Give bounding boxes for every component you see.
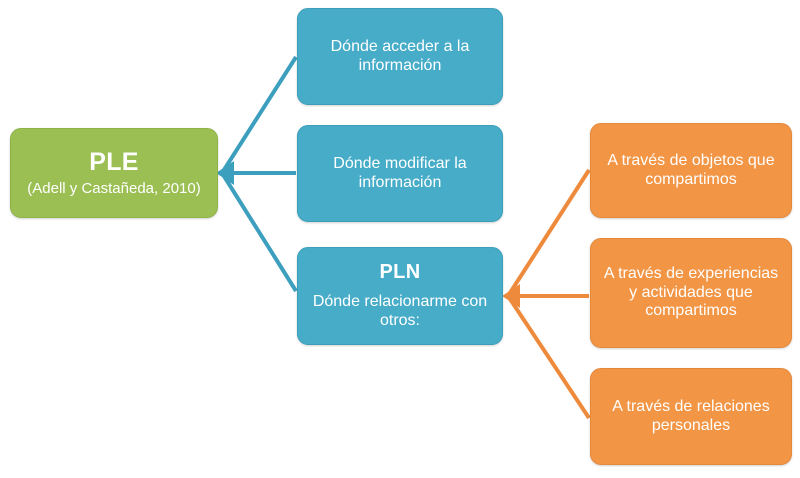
node-leaf-objetos-label: A través de objetos que compartimos <box>607 151 775 188</box>
node-leaf-experiencias-label: A través de experiencias y actividades q… <box>603 264 779 320</box>
node-leaf-objetos[interactable]: A través de objetos que compartimos <box>590 123 792 218</box>
connector-pln-arrowhead-icon <box>502 284 520 308</box>
node-leaf-relaciones[interactable]: A través de relaciones personales <box>590 368 792 465</box>
connector-pln-to-leaf-1 <box>506 168 591 298</box>
node-leaf-experiencias[interactable]: A través de experiencias y actividades q… <box>590 238 792 348</box>
connector-ple-to-branch-3 <box>220 171 298 293</box>
node-leaf-relaciones-label: A través de relaciones personales <box>612 397 770 434</box>
node-branch-pln-title: PLN <box>379 260 421 283</box>
connector-ple-arrowhead-icon <box>216 161 234 185</box>
node-branch-pln[interactable]: PLN Dónde relacionarme con otros: <box>297 247 503 345</box>
node-ple-subtitle: (Adell y Castañeda, 2010) <box>27 180 201 198</box>
node-branch-modificar-label: Dónde modificar la información <box>333 154 467 191</box>
node-branch-modificar[interactable]: Dónde modificar la información <box>297 125 503 222</box>
node-branch-acceder-label: Dónde acceder a la información <box>330 37 470 74</box>
node-branch-acceder[interactable]: Dónde acceder a la información <box>297 8 503 105</box>
connector-ple-to-branch-1 <box>220 55 298 175</box>
connector-pln-to-leaf-3 <box>506 294 591 420</box>
node-ple-title: PLE <box>89 147 139 176</box>
connector-group-ple <box>216 55 298 293</box>
node-branch-pln-label: Dónde relacionarme con otros: <box>312 293 488 330</box>
connector-group-pln <box>502 168 591 420</box>
node-ple-root[interactable]: PLE (Adell y Castañeda, 2010) <box>10 128 218 218</box>
